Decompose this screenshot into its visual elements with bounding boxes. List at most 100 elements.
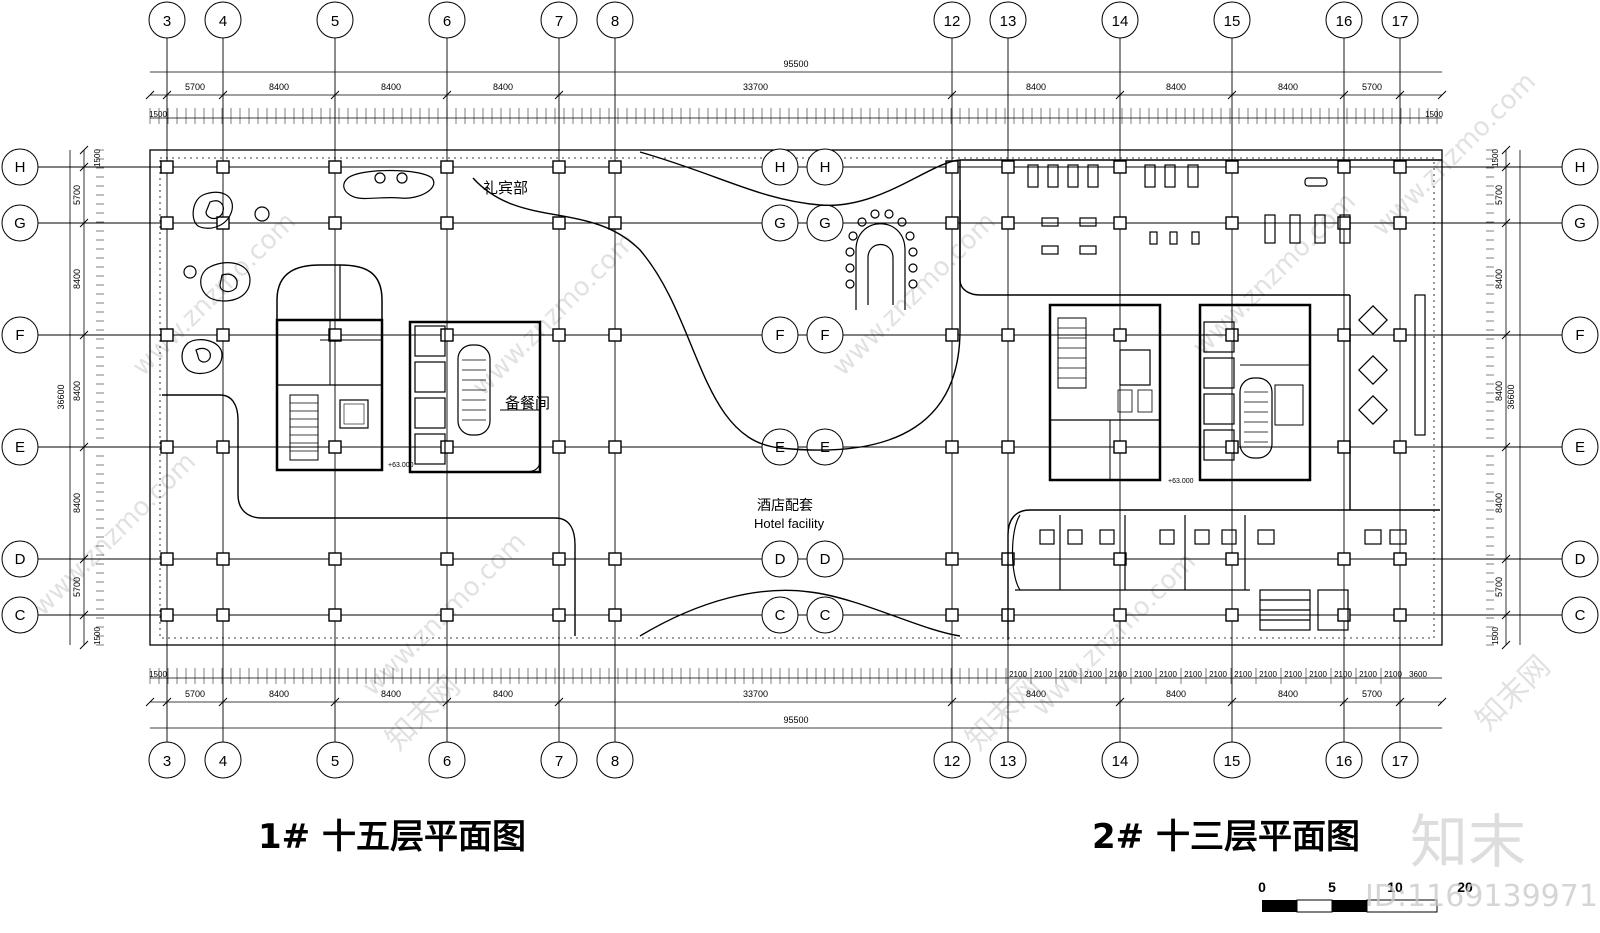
title-building-1: 1# 十五层平面图 bbox=[258, 817, 526, 857]
column-8C bbox=[608, 608, 622, 622]
column-3F bbox=[160, 328, 174, 342]
axis-label-bottom-3: 3 bbox=[163, 753, 171, 770]
dim-side-right-1: 8400 bbox=[1494, 269, 1504, 289]
column-4E bbox=[216, 440, 230, 454]
dim-value-7: 8400 bbox=[1278, 82, 1298, 92]
room-labels: 礼宾部 备餐间 酒店配套 Hotel facility +63.000 +63.… bbox=[388, 179, 1194, 531]
dim-module-right-11: 2100 bbox=[1284, 670, 1302, 679]
axis-label-top-17: 17 bbox=[1392, 13, 1409, 30]
column-3D bbox=[160, 552, 174, 566]
axis-bubble-bottom-6 bbox=[428, 741, 466, 779]
column-16H bbox=[1337, 160, 1351, 174]
axis-bubble-bottom-17 bbox=[1381, 741, 1419, 779]
dim-edge-top-left: 1500 bbox=[149, 110, 167, 119]
axis-bubble-top-5 bbox=[316, 1, 354, 39]
axis-label-top-6: 6 bbox=[443, 13, 451, 30]
column-16C bbox=[1337, 608, 1351, 622]
axis-label-top-8: 8 bbox=[611, 13, 619, 30]
axis-label-mid-right-C: C bbox=[820, 607, 831, 624]
dim-tick bbox=[1227, 697, 1237, 707]
axis-label-top-13: 13 bbox=[1000, 13, 1017, 30]
dim-module-right-2: 2100 bbox=[1059, 670, 1077, 679]
dim-side-right-3: 8400 bbox=[1494, 493, 1504, 513]
dim-side-left-1: 8400 bbox=[72, 269, 82, 289]
dim-tick bbox=[442, 697, 452, 707]
dim-tick bbox=[218, 697, 228, 707]
scale-bar: 0 5 10 20 bbox=[1258, 879, 1473, 913]
dim-module-right-1: 2100 bbox=[1034, 670, 1052, 679]
column-7C bbox=[552, 608, 566, 622]
column-14H bbox=[1113, 160, 1127, 174]
axis-bubble-bottom-8 bbox=[596, 741, 634, 779]
axis-bubble-mid-right-F bbox=[806, 316, 844, 354]
axis-label-bottom-7: 7 bbox=[555, 753, 563, 770]
axis-label-bottom-6: 6 bbox=[443, 753, 451, 770]
axis-label-bottom-4: 4 bbox=[219, 753, 227, 770]
axis-bubble-right-H bbox=[1561, 148, 1599, 186]
dim-value-1: 8400 bbox=[269, 82, 289, 92]
dim-value-5: 8400 bbox=[1026, 689, 1046, 699]
column-12G bbox=[945, 216, 959, 230]
axis-bubble-mid-left-H bbox=[761, 148, 799, 186]
axis-label-right-E: E bbox=[1575, 439, 1585, 456]
dim-tick bbox=[1227, 90, 1237, 100]
axis-label-left-H: H bbox=[15, 159, 26, 176]
axis-label-mid-left-D: D bbox=[775, 551, 786, 568]
column-17G bbox=[1393, 216, 1407, 230]
dim-overall-top-value: 95500 bbox=[783, 59, 808, 69]
axis-bubble-top-16 bbox=[1325, 1, 1363, 39]
dim-tick bbox=[1339, 697, 1349, 707]
id-watermark: ID:1169139971 bbox=[1365, 879, 1598, 914]
dim-tick bbox=[1501, 442, 1511, 452]
dim-value-6: 8400 bbox=[1166, 82, 1186, 92]
dim-tick bbox=[330, 697, 340, 707]
hotel-facility-label-cn: 酒店配套 bbox=[757, 498, 813, 514]
axis-bubble-left-E bbox=[1, 428, 39, 466]
axis-bubble-mid-left-C bbox=[761, 596, 799, 634]
dim-tick bbox=[79, 218, 89, 228]
dim-value-5: 8400 bbox=[1026, 82, 1046, 92]
axis-bubble-top-4 bbox=[204, 1, 242, 39]
scale-tick-5: 5 bbox=[1328, 879, 1336, 895]
dim-module-right-6: 2100 bbox=[1159, 670, 1177, 679]
dim-overall-bottom-value: 95500 bbox=[783, 715, 808, 725]
dim-value-8: 5700 bbox=[1362, 82, 1382, 92]
column-16D bbox=[1337, 552, 1351, 566]
axis-label-bottom-15: 15 bbox=[1224, 753, 1241, 770]
column-8D bbox=[608, 552, 622, 566]
dim-module-right-15: 2100 bbox=[1384, 670, 1402, 679]
watermark-logo: 知末 ID:1169139971 bbox=[1365, 808, 1598, 914]
column-5E bbox=[328, 440, 342, 454]
axis-label-bottom-12: 12 bbox=[944, 753, 961, 770]
dim-tick bbox=[442, 90, 452, 100]
dim-tick bbox=[947, 90, 957, 100]
axis-label-left-E: E bbox=[15, 439, 25, 456]
dim-tick bbox=[79, 610, 89, 620]
axis-bubble-right-C bbox=[1561, 596, 1599, 634]
axis-bubble-top-12 bbox=[933, 1, 971, 39]
column-12D bbox=[945, 552, 959, 566]
dim-side-left-3: 8400 bbox=[72, 493, 82, 513]
axis-bubble-bottom-5 bbox=[316, 741, 354, 779]
axis-bubble-right-F bbox=[1561, 316, 1599, 354]
hotel-facility-label-en: Hotel facility bbox=[754, 516, 825, 531]
dim-value-6: 8400 bbox=[1166, 689, 1186, 699]
column-17D bbox=[1393, 552, 1407, 566]
axis-bubble-top-6 bbox=[428, 1, 466, 39]
column-5G bbox=[328, 216, 342, 230]
dim-module-right-5: 2100 bbox=[1134, 670, 1152, 679]
scale-tick-10: 10 bbox=[1387, 879, 1403, 895]
axis-label-left-D: D bbox=[15, 551, 26, 568]
axis-bubble-right-G bbox=[1561, 204, 1599, 242]
axis-bubble-mid-right-C bbox=[806, 596, 844, 634]
dim-tick bbox=[79, 145, 89, 155]
column-16E bbox=[1337, 440, 1351, 454]
axis-label-top-7: 7 bbox=[555, 13, 563, 30]
column-15G bbox=[1225, 216, 1239, 230]
site-watermark-0: www.znzmo.com bbox=[127, 207, 302, 382]
dim-tick bbox=[1395, 90, 1405, 100]
axis-bubble-bottom-12 bbox=[933, 741, 971, 779]
dim-side-left-0: 5700 bbox=[72, 185, 82, 205]
dim-side-edge-right-top: 1500 bbox=[1491, 149, 1500, 167]
